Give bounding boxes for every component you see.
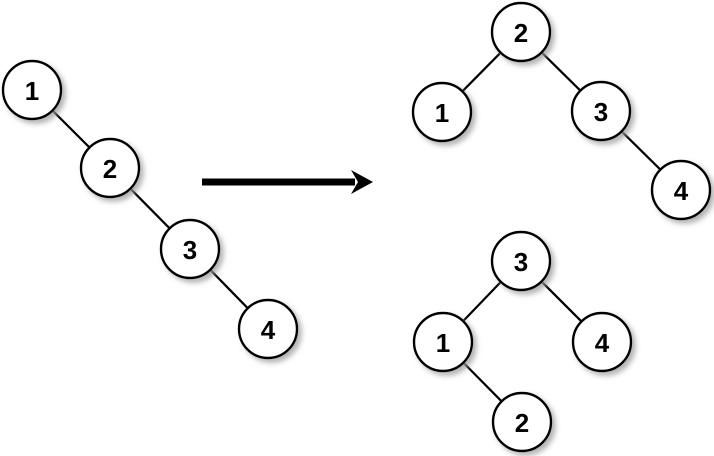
node-label: 2 — [515, 408, 529, 438]
tree-edge-2-1 — [460, 50, 503, 94]
tree-node[interactable]: 3 — [159, 218, 221, 280]
transformation-arrow — [202, 170, 373, 194]
tree-node[interactable]: 4 — [571, 311, 633, 373]
tree-edge-3-4 — [619, 129, 663, 172]
node-circle[interactable] — [490, 1, 552, 63]
node-label: 3 — [183, 235, 197, 265]
node-circle[interactable] — [491, 391, 553, 453]
tree-node[interactable]: 2 — [79, 137, 141, 199]
node-label: 2 — [514, 18, 528, 48]
tree-node[interactable]: 3 — [490, 230, 552, 292]
tree-edges-input-tree — [50, 108, 250, 311]
tree-edges-output-tree-b — [461, 279, 584, 404]
tree-node[interactable]: 1 — [412, 311, 474, 373]
tree-edge-2-3 — [539, 50, 583, 93]
node-circle[interactable] — [411, 81, 473, 143]
node-label: 4 — [674, 176, 689, 206]
node-circle[interactable] — [571, 311, 633, 373]
tree-edge-1-2 — [461, 360, 504, 404]
tree-nodes-input-tree: 1 2 3 4 — [1, 59, 299, 360]
tree-node[interactable]: 1 — [1, 59, 63, 121]
node-circle[interactable] — [1, 59, 63, 121]
node-label: 4 — [595, 328, 610, 358]
node-label: 4 — [261, 315, 276, 345]
node-circle[interactable] — [159, 218, 221, 280]
node-label: 1 — [435, 98, 449, 128]
arrow-layer — [202, 170, 373, 194]
tree-nodes-output-tree-a: 2 1 3 4 — [411, 1, 712, 221]
node-circle[interactable] — [570, 80, 632, 142]
node-label: 1 — [436, 328, 450, 358]
node-label: 3 — [514, 247, 528, 277]
node-circle[interactable] — [79, 137, 141, 199]
tree-edge-2-3 — [128, 186, 172, 231]
tree-edge-3-4 — [539, 279, 584, 324]
tree-nodes-output-tree-b: 3 1 4 2 — [412, 230, 633, 453]
edges-layer — [50, 50, 663, 404]
node-label: 2 — [103, 154, 117, 184]
tree-node[interactable]: 4 — [237, 298, 299, 360]
node-circle[interactable] — [237, 298, 299, 360]
arrow-head-icon — [351, 170, 373, 194]
tree-edge-1-2 — [50, 108, 92, 150]
node-circle[interactable] — [412, 311, 474, 373]
tree-edge-3-1 — [461, 280, 503, 323]
node-circle[interactable] — [490, 230, 552, 292]
tree-node[interactable]: 4 — [650, 159, 712, 221]
node-label: 3 — [594, 97, 608, 127]
node-label: 1 — [25, 76, 39, 106]
node-circle[interactable] — [650, 159, 712, 221]
tree-edge-3-4 — [208, 267, 250, 311]
tree-node[interactable]: 3 — [570, 80, 632, 142]
tree-node[interactable]: 1 — [411, 81, 473, 143]
tree-node[interactable]: 2 — [490, 1, 552, 63]
tree-edges-output-tree-a — [460, 50, 663, 172]
tree-node[interactable]: 2 — [491, 391, 553, 453]
